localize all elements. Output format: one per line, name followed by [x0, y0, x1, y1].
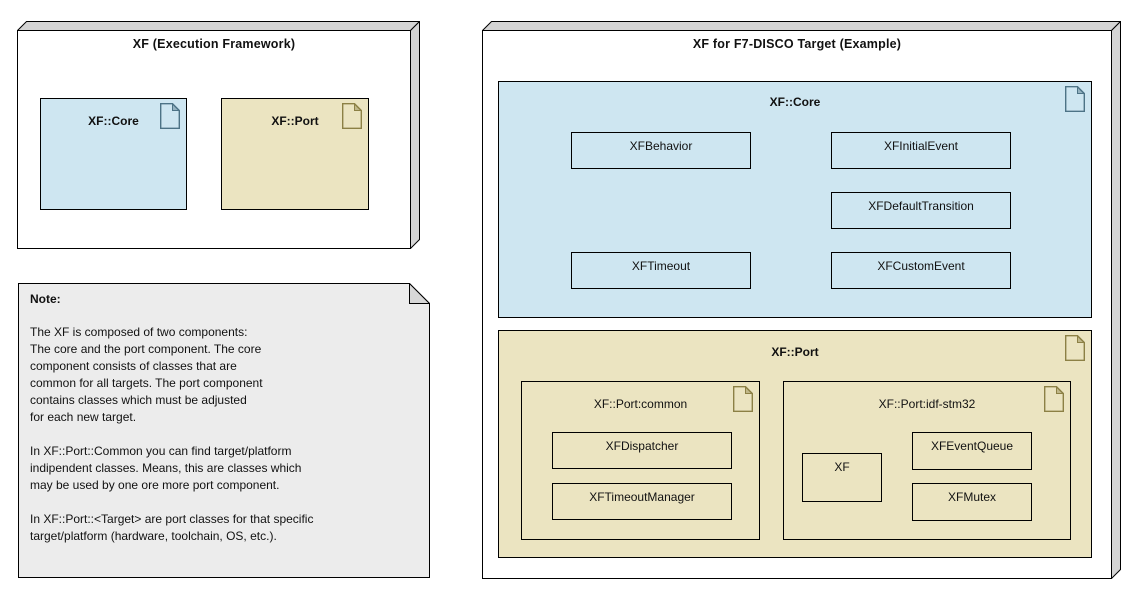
- file-icon: [733, 386, 753, 412]
- note-box: Note: The XF is composed of two componen…: [18, 283, 430, 578]
- node-title-execution-framework: XF (Execution Framework): [132, 37, 296, 51]
- note-line: contains classes which must be adjusted: [30, 393, 247, 407]
- file-icon: [342, 103, 362, 129]
- package-label: XF::Port: [771, 345, 819, 359]
- class-xfbehavior: XFBehavior: [571, 132, 751, 169]
- package-xf-core-right: XF::Core XFBehavior XFInitialEvent XFDef…: [498, 81, 1092, 318]
- note-line: indipendent classes. Means, this are cla…: [30, 461, 302, 475]
- class-xfcustomevent: XFCustomEvent: [831, 252, 1011, 289]
- class-xfeventqueue: XFEventQueue: [912, 432, 1032, 470]
- note-line: In XF::Port::Common you can find target/…: [30, 444, 292, 458]
- class-xfinitialevent: XFInitialEvent: [831, 132, 1011, 169]
- class-xftimeoutmanager: XFTimeoutManager: [552, 483, 732, 520]
- note-text: Note: The XF is composed of two componen…: [30, 291, 410, 545]
- node-title-f7-disco-target: XF for F7-DISCO Target (Example): [692, 37, 902, 51]
- note-line: common for all targets. The port compone…: [30, 376, 263, 390]
- note-paragraph: In XF::Port::<Target> are port classes f…: [30, 511, 410, 545]
- note-line: In XF::Port::<Target> are port classes f…: [30, 512, 314, 526]
- package-xf-port-common: XF::Port:common XFDispatcher XFTimeoutMa…: [521, 381, 760, 540]
- file-icon: [1065, 335, 1085, 361]
- note-line: may be used by one ore more port compone…: [30, 478, 280, 492]
- note-line: The core and the port component. The cor…: [30, 342, 262, 356]
- file-icon: [1065, 86, 1085, 112]
- package-xf-core-left: XF::Core: [40, 98, 187, 210]
- package-label: XF::Port:idf-stm32: [878, 397, 976, 411]
- note-line: component consists of classes that are: [30, 359, 237, 373]
- note-paragraph: The XF is composed of two components: Th…: [30, 324, 410, 426]
- package-label: XF::Port: [271, 114, 319, 128]
- package-xf-port-left: XF::Port: [221, 98, 369, 210]
- note-line: target/platform (hardware, toolchain, OS…: [30, 529, 277, 543]
- file-icon: [160, 103, 180, 129]
- class-xf: XF: [802, 453, 882, 502]
- file-icon: [1044, 386, 1064, 412]
- class-xfdefaulttransition: XFDefaultTransition: [831, 192, 1011, 229]
- note-background: [18, 283, 430, 578]
- package-xf-port-right: XF::Port XF::Port:common XFDispatcher XF…: [498, 330, 1092, 558]
- package-label: XF::Core: [769, 95, 821, 109]
- note-line: The XF is composed of two components:: [30, 325, 248, 339]
- package-label: XF::Core: [88, 114, 139, 128]
- package-label: XF::Port:common: [593, 397, 688, 411]
- note-heading: Note:: [30, 292, 61, 306]
- package-xf-port-idf-stm32: XF::Port:idf-stm32 XF XFEventQueue XFMut…: [783, 381, 1071, 540]
- class-xfdispatcher: XFDispatcher: [552, 432, 732, 469]
- note-line: for each new target.: [30, 410, 137, 424]
- note-paragraph: In XF::Port::Common you can find target/…: [30, 443, 410, 494]
- class-xftimeout: XFTimeout: [571, 252, 751, 289]
- class-xfmutex: XFMutex: [912, 483, 1032, 521]
